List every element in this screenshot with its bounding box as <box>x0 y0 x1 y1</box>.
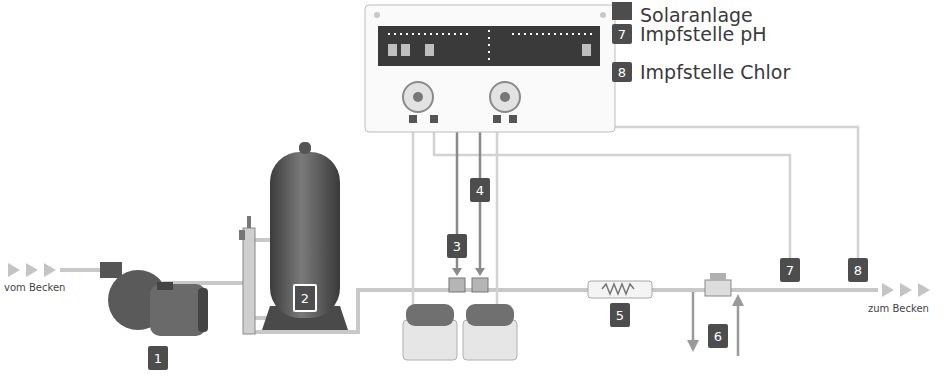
valve-body <box>588 281 652 298</box>
valve-handle <box>247 216 251 228</box>
pump <box>100 262 208 336</box>
legend-text: Impfstelle pH <box>640 23 767 45</box>
check-valve <box>588 281 652 298</box>
callout-number: 6 <box>708 324 728 348</box>
pump-motor <box>150 284 206 336</box>
three-way-valve <box>705 280 731 296</box>
flow-arrow <box>900 283 912 297</box>
probe-arrow <box>475 268 485 276</box>
pipe <box>255 238 272 242</box>
pump-rotor <box>413 92 423 102</box>
flow-arrow <box>918 283 930 297</box>
outflow-arrows <box>882 283 930 297</box>
probe-cable <box>479 132 482 272</box>
valve-spring <box>602 284 634 294</box>
canister-lid <box>406 304 454 326</box>
probe-arrow <box>452 268 462 276</box>
nozzle <box>409 115 417 123</box>
screw <box>374 12 380 18</box>
dosing-tube <box>513 122 858 258</box>
callout-number: 5 <box>610 303 630 327</box>
callout-number: 3 <box>447 234 467 258</box>
filter-body <box>270 152 340 318</box>
suction-tube <box>496 122 499 306</box>
peristaltic-pump <box>490 82 520 112</box>
dosing-tubes <box>413 122 858 306</box>
peristaltic-pump <box>403 82 433 112</box>
legend-text: Impfstelle Chlor <box>640 61 790 83</box>
canister-lid <box>466 304 514 326</box>
flow-arrow <box>882 283 894 297</box>
flow-label: zum Becken <box>868 303 929 315</box>
flow-label: vom Becken <box>4 282 65 294</box>
solar-branch <box>687 273 744 356</box>
controller-housing <box>365 5 615 132</box>
callout-number: 7 <box>612 24 632 44</box>
probe-holder <box>449 278 465 292</box>
controller <box>365 5 615 132</box>
callout-number: 1 <box>148 346 168 370</box>
multiport-valve <box>239 216 255 334</box>
branch-in <box>737 304 740 356</box>
pump-inlet <box>100 262 122 278</box>
branch-arrow <box>732 294 744 306</box>
callout-number: 7 <box>780 258 800 282</box>
suction-tube <box>412 122 415 306</box>
panel-button <box>401 44 410 56</box>
controller-panel <box>378 26 600 66</box>
branch-out <box>692 292 695 342</box>
callout-number: 8 <box>848 258 868 282</box>
pump-rotor <box>500 92 510 102</box>
callout-number: 2 <box>293 284 317 312</box>
filter-lid <box>299 142 311 154</box>
filter-tank <box>262 142 348 330</box>
branch-arrow <box>687 340 699 352</box>
display-dots <box>388 33 470 35</box>
valve-body <box>243 228 255 334</box>
flow-arrow <box>44 263 56 277</box>
dosing-tube <box>434 122 790 258</box>
callout-number: 8 <box>612 62 632 82</box>
nozzle <box>509 115 517 123</box>
nozzle <box>430 115 438 123</box>
pipe <box>60 268 105 272</box>
display-dots <box>488 30 490 62</box>
legend-square <box>612 2 632 20</box>
valve-actuator <box>710 273 726 280</box>
display-dots <box>512 33 592 35</box>
callout-number: 4 <box>470 178 490 202</box>
probes <box>449 132 488 292</box>
panel-button <box>582 44 591 56</box>
flow-arrow <box>26 263 38 277</box>
probe-holder <box>472 278 488 292</box>
flow-arrow <box>8 263 20 277</box>
canisters <box>403 304 517 360</box>
pipe <box>255 290 878 332</box>
valve-knob <box>239 230 245 240</box>
pump-outlet <box>157 282 173 290</box>
panel-button <box>425 44 434 56</box>
panel-button <box>388 44 397 56</box>
screw <box>600 12 606 18</box>
pump-motor-cap <box>198 288 208 332</box>
inflow-arrows <box>8 263 56 277</box>
nozzle <box>493 115 501 123</box>
legend-text: Solaranlage <box>640 4 753 26</box>
